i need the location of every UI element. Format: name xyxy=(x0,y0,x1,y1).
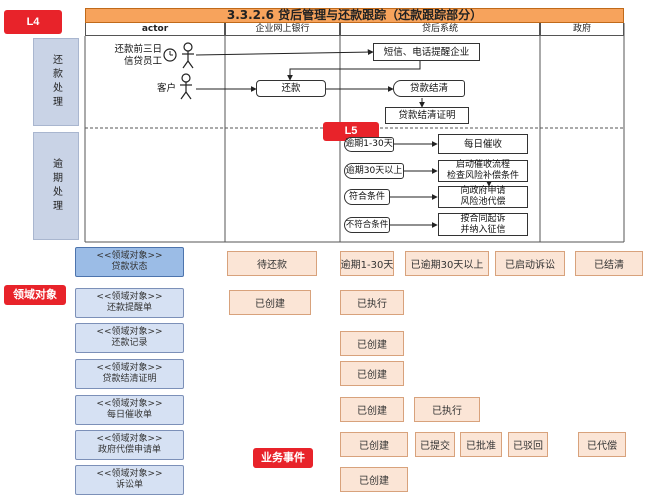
node-not-meets-condition[interactable]: 不符合条件 xyxy=(344,217,390,233)
entity-loan-status[interactable]: <<领域对象>>贷款状态 xyxy=(75,247,184,277)
state-lawsuit-created[interactable]: 已创建 xyxy=(340,467,408,492)
state-overdue-1-30[interactable]: 逾期1-30天 xyxy=(340,251,394,276)
node-meets-condition[interactable]: 符合条件 xyxy=(344,189,390,205)
entity-daily-collection[interactable]: <<领域对象>>每日催收单 xyxy=(75,395,184,425)
entity-settle-certificate[interactable]: <<领域对象>>贷款结清证明 xyxy=(75,359,184,389)
callout-l4: L4 xyxy=(4,10,62,34)
node-remind-enterprise[interactable]: 短信、电话提醒企业 xyxy=(373,43,480,61)
state-collection-created[interactable]: 已创建 xyxy=(340,397,404,422)
node-repay[interactable]: 还款 xyxy=(256,80,326,97)
state-record-created[interactable]: 已创建 xyxy=(340,331,404,356)
phase-repayment: 还款处理 xyxy=(33,38,79,126)
node-apply-government[interactable]: 向政府申请 风险池代偿 xyxy=(438,186,528,208)
state-pending-repay[interactable]: 待还款 xyxy=(227,251,317,276)
node-start-collection[interactable]: 启动催收流程 检查风险补偿条件 xyxy=(438,160,528,182)
phase-overdue: 逾期处理 xyxy=(33,132,79,240)
clock-icon xyxy=(163,48,177,62)
actor-staff-label: 还款前三日 信贷员工 xyxy=(114,44,162,67)
state-collection-executed[interactable]: 已执行 xyxy=(414,397,480,422)
diagram-title: 3.3.2.6 贷后管理与还款跟踪（还款跟踪部分） xyxy=(85,8,624,23)
node-sue-credit[interactable]: 按合同起诉 并纳入征信 xyxy=(438,213,528,236)
actor-customer-label: 客户 xyxy=(156,83,176,94)
node-settle-certificate[interactable]: 贷款结清证明 xyxy=(385,107,469,124)
state-certificate-created[interactable]: 已创建 xyxy=(340,361,404,386)
node-overdue-1-30[interactable]: 逾期1-30天 xyxy=(344,137,394,152)
state-gov-compensated[interactable]: 已代偿 xyxy=(578,432,626,457)
entity-lawsuit[interactable]: <<领域对象>>诉讼单 xyxy=(75,465,184,495)
state-overdue-30-plus[interactable]: 已逾期30天以上 xyxy=(405,251,489,276)
customer-actor-icon xyxy=(180,73,192,100)
lane-header-post-loan-system: 贷后系统 xyxy=(340,23,540,36)
callout-l5: L5 xyxy=(323,122,379,141)
state-settled[interactable]: 已结清 xyxy=(575,251,643,276)
lane-header-online-bank: 企业网上银行 xyxy=(225,23,340,36)
entity-gov-compensation[interactable]: <<领域对象>>政府代偿申请单 xyxy=(75,430,184,460)
callout-domain-object: 领域对象 xyxy=(4,285,66,305)
callout-business-event: 业务事件 xyxy=(253,448,313,468)
state-gov-submitted[interactable]: 已提交 xyxy=(415,432,455,457)
entity-repay-record[interactable]: <<领域对象>>还款记录 xyxy=(75,323,184,353)
node-daily-collection[interactable]: 每日催收 xyxy=(438,134,528,154)
state-lawsuit-started[interactable]: 已启动诉讼 xyxy=(495,251,565,276)
node-loan-settle[interactable]: 贷款结清 xyxy=(393,80,465,97)
state-reminder-executed[interactable]: 已执行 xyxy=(340,290,404,315)
state-reminder-created[interactable]: 已创建 xyxy=(229,290,311,315)
staff-actor-icon xyxy=(182,42,194,69)
state-gov-rejected[interactable]: 已驳回 xyxy=(508,432,548,457)
lane-header-actor: actor xyxy=(85,23,225,36)
entity-repay-reminder[interactable]: <<领域对象>>还款提醒单 xyxy=(75,288,184,318)
node-overdue-30-plus[interactable]: 逾期30天以上 xyxy=(344,163,404,179)
state-gov-created[interactable]: 已创建 xyxy=(340,432,408,457)
state-gov-approved[interactable]: 已批准 xyxy=(460,432,502,457)
